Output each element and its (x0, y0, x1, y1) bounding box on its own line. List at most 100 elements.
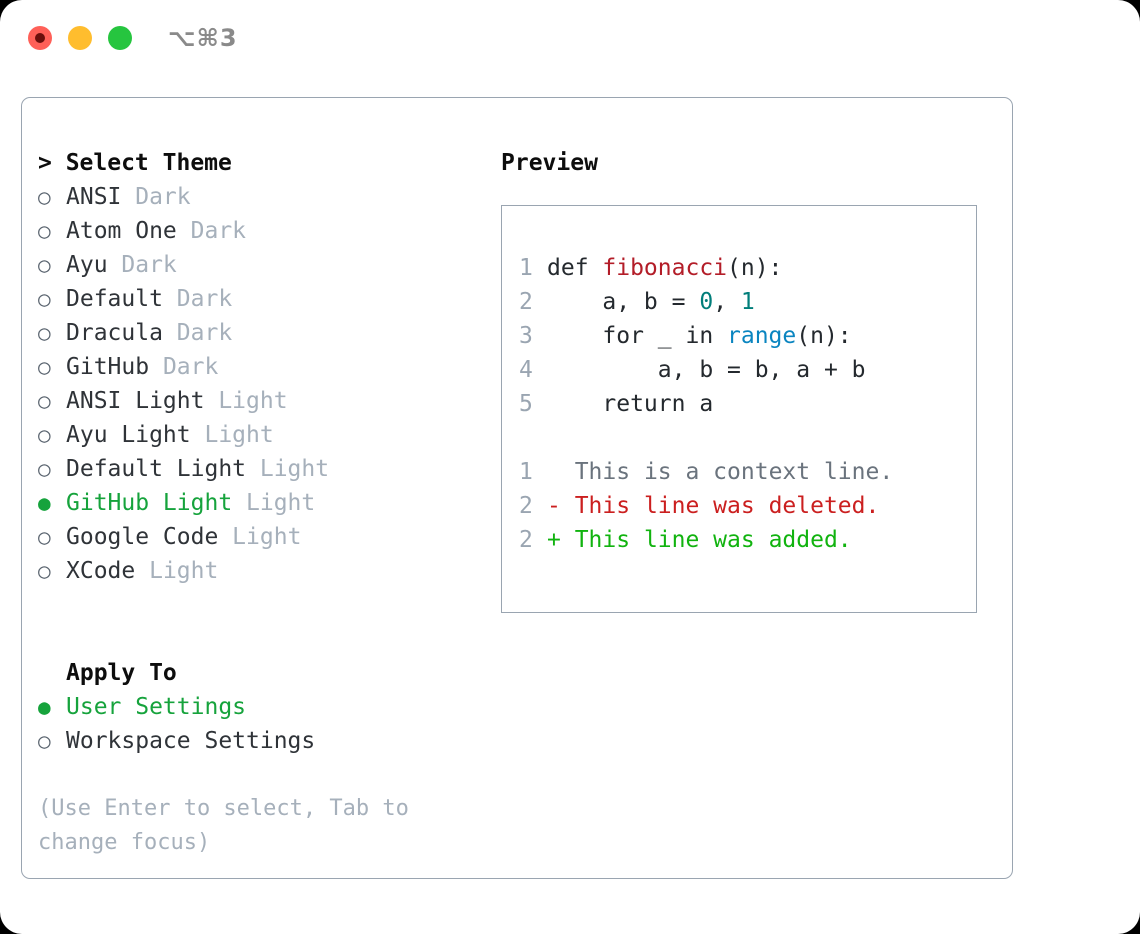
recording-indicator-icon (35, 33, 45, 43)
code-line: 3 for _ in range(n): (519, 319, 970, 353)
theme-picker-panel: > Select Theme ○ANSI Dark○Atom One Dark○… (21, 97, 1013, 879)
minimize-button[interactable] (68, 26, 92, 50)
theme-option-label: GitHub (66, 354, 150, 380)
theme-list[interactable]: ○ANSI Dark○Atom One Dark○Ayu Dark○Defaul… (38, 180, 498, 588)
theme-variant-badge: Dark (162, 320, 233, 346)
theme-variant-badge: Light (218, 524, 302, 550)
diff-text: This is a context line. (574, 459, 894, 485)
theme-option-github-light[interactable]: ● GitHub Light Light (38, 486, 498, 520)
theme-variant-badge: Dark (121, 184, 191, 210)
code-token-plain: def (547, 255, 603, 281)
line-number: 2 (519, 527, 533, 553)
theme-option-label: Google Code (66, 524, 219, 550)
theme-select-column: > Select Theme ○ANSI Dark○Atom One Dark○… (38, 146, 498, 860)
theme-option-ansi[interactable]: ○ ANSI Dark (38, 180, 498, 214)
radio-unselected-icon: ○ (38, 389, 51, 413)
code-line: 1 def fibonacci(n): (519, 251, 970, 285)
theme-option-default[interactable]: ○ Default Dark (38, 282, 498, 316)
apply-to-option-label: User Settings (66, 694, 247, 720)
diff-text: This line was deleted. (574, 493, 880, 519)
select-theme-heading: > Select Theme (38, 150, 232, 176)
theme-option-label: Ayu (66, 252, 108, 278)
theme-option-dracula[interactable]: ○Dracula Dark (38, 316, 498, 350)
theme-option-ayu-light[interactable]: ○ Ayu Light Light (38, 418, 498, 452)
theme-variant-badge: Light (232, 490, 316, 516)
maximize-button[interactable] (108, 26, 132, 50)
theme-option-label: Default (66, 286, 163, 312)
hint-spacer (38, 758, 498, 792)
code-token-plain: for _ in (547, 323, 728, 349)
line-number: 5 (519, 391, 533, 417)
theme-option-label: ANSI (66, 184, 122, 210)
theme-option-label: Ayu Light (66, 422, 191, 448)
apply-to-heading: Apply To (66, 660, 177, 686)
theme-option-label: Atom One (66, 218, 177, 244)
apply-to-option-label: Workspace Settings (66, 728, 316, 754)
radio-unselected-icon: ○ (38, 457, 51, 481)
theme-variant-badge: Light (190, 422, 274, 448)
theme-option-ansi-light[interactable]: ○ ANSI Light Light (38, 384, 498, 418)
code-token-num: 1 (740, 289, 755, 315)
theme-variant-badge: Dark (107, 252, 177, 278)
theme-option-github[interactable]: ○ GitHub Dark (38, 350, 498, 384)
theme-option-xcode[interactable]: ○ XCode Light (38, 554, 498, 588)
theme-variant-badge: Dark (162, 286, 233, 312)
apply-to-option-user-settings[interactable]: ● User Settings (38, 690, 498, 724)
apply-to-list[interactable]: ● User Settings ○ Workspace Settings (38, 690, 498, 758)
theme-option-label: XCode (66, 558, 136, 584)
diff-sign: + (547, 527, 575, 553)
diff-sign: - (547, 493, 575, 519)
diff-line-context: 1 This is a context line. (519, 455, 970, 489)
diff-line-add: 2 + This line was added. (519, 523, 970, 557)
line-number: 3 (519, 323, 533, 349)
line-number: 2 (519, 493, 533, 519)
line-number: 2 (519, 289, 533, 315)
radio-unselected-icon: ○ (38, 729, 51, 753)
close-button[interactable] (28, 26, 52, 50)
apply-to-option-workspace-settings[interactable]: ○ Workspace Settings (38, 724, 498, 758)
radio-selected-icon: ● (38, 491, 51, 515)
radio-unselected-icon: ○ (38, 559, 51, 583)
radio-unselected-icon: ○ (38, 423, 51, 447)
theme-option-atom-one[interactable]: ○ Atom One Dark (38, 214, 498, 248)
section-spacer (38, 588, 498, 656)
radio-unselected-icon: ○ (38, 185, 51, 209)
radio-unselected-icon: ○ (38, 287, 51, 311)
code-line: 5 return a (519, 387, 970, 421)
radio-unselected-icon: ○ (38, 525, 51, 549)
theme-option-google-code[interactable]: ○ Google Code Light (38, 520, 498, 554)
code-line: 2 a, b = 0, 1 (519, 285, 970, 319)
theme-option-label: ANSI Light (66, 388, 205, 414)
theme-option-ayu[interactable]: ○Ayu Dark (38, 248, 498, 282)
radio-selected-icon: ● (38, 695, 51, 719)
line-number: 1 (519, 255, 533, 281)
theme-option-label: GitHub Light (66, 490, 233, 516)
diff-sign (547, 459, 575, 485)
theme-variant-badge: Dark (149, 354, 219, 380)
code-token-num: 0 (699, 289, 714, 315)
keyboard-hint-text: (Use Enter to select, Tab to change focu… (38, 796, 423, 855)
theme-option-default-light[interactable]: ○Default Light Light (38, 452, 498, 486)
code-diff-separator (519, 421, 970, 455)
line-number: 4 (519, 357, 533, 383)
theme-variant-badge: Light (135, 558, 219, 584)
code-token-plain: a, b = b, a + b (547, 357, 866, 383)
title-bar: ⌥⌘3 (0, 0, 1140, 78)
code-line: 4 a, b = b, a + b (519, 353, 970, 387)
diff-line-del: 2- This line was deleted. (519, 489, 970, 523)
radio-unselected-icon: ○ (38, 355, 51, 379)
diff-text: This line was added. (574, 527, 852, 553)
radio-unselected-icon: ○ (38, 219, 51, 243)
theme-variant-badge: Dark (176, 218, 247, 244)
code-token-func: fibonacci (602, 255, 728, 281)
keyboard-shortcut-label: ⌥⌘3 (168, 24, 238, 52)
theme-option-label: Default Light (66, 456, 247, 482)
code-token-plain: (n): (727, 255, 783, 281)
code-token-plain: a, b = (547, 289, 700, 315)
theme-variant-badge: Light (204, 388, 288, 414)
preview-heading: Preview (501, 150, 598, 176)
